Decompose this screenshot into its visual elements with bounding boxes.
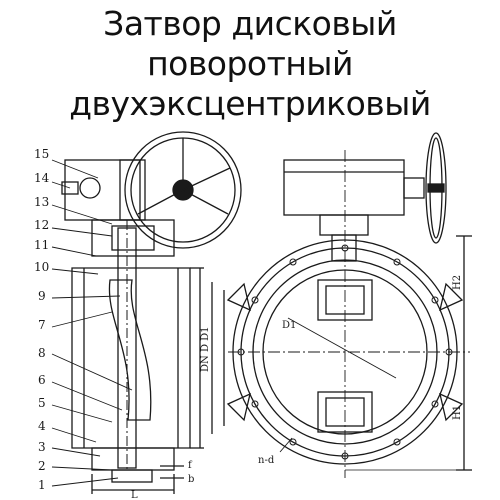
lug	[439, 282, 464, 312]
top-flange	[91, 219, 175, 257]
dim-b: b	[188, 474, 194, 485]
title-line-1: Затвор дисковый	[103, 4, 397, 43]
gearbox-plug	[61, 181, 79, 195]
section-view	[51, 131, 242, 494]
dim-L: L	[131, 490, 138, 500]
lug	[439, 392, 464, 422]
lug	[226, 282, 251, 312]
neck	[319, 214, 369, 236]
part-number: 1	[38, 478, 46, 492]
part-number: 13	[34, 195, 49, 209]
title-line-2: поворотный	[147, 44, 353, 83]
handwheel-front	[403, 132, 447, 244]
part-number: 2	[38, 459, 46, 473]
part-number: 4	[38, 419, 46, 433]
bolt-holes	[237, 244, 453, 460]
part-number: 12	[34, 218, 49, 232]
dim-n-d: n-d	[258, 455, 275, 466]
part-number: 8	[38, 346, 46, 360]
stem	[117, 227, 137, 469]
part-number: 7	[38, 318, 46, 332]
part-number: 9	[38, 289, 46, 303]
diagram-title: Затвор дисковый поворотный двухэксцентри…	[0, 4, 500, 124]
disc	[108, 279, 152, 421]
title-line-3: двухэксцентриковый	[69, 84, 431, 123]
part-number: 11	[34, 238, 49, 252]
part-number: 3	[38, 440, 46, 454]
part-numbers: 15 14 13 12 11 10 9 7 8 6 5 4 3 2 1	[34, 147, 50, 492]
dim-f: f	[188, 460, 193, 471]
part-number: 10	[34, 260, 49, 274]
handwheel-section	[124, 131, 242, 249]
bottom-cap	[91, 447, 175, 471]
gearbox-cap	[79, 177, 101, 199]
dim-H1: H1	[452, 405, 463, 420]
part-number: 15	[34, 147, 49, 161]
part-number: 5	[38, 396, 46, 410]
dim-D1: D1	[282, 320, 296, 331]
actuator-box	[283, 159, 405, 216]
part-number: 14	[34, 171, 50, 185]
lug	[226, 392, 251, 422]
part-number: 6	[38, 373, 46, 387]
dim-H2: H2	[452, 275, 463, 290]
front-view	[226, 132, 472, 478]
dim-dn-d-d1: DN D D1	[200, 326, 211, 372]
gearbox-body	[64, 159, 146, 221]
